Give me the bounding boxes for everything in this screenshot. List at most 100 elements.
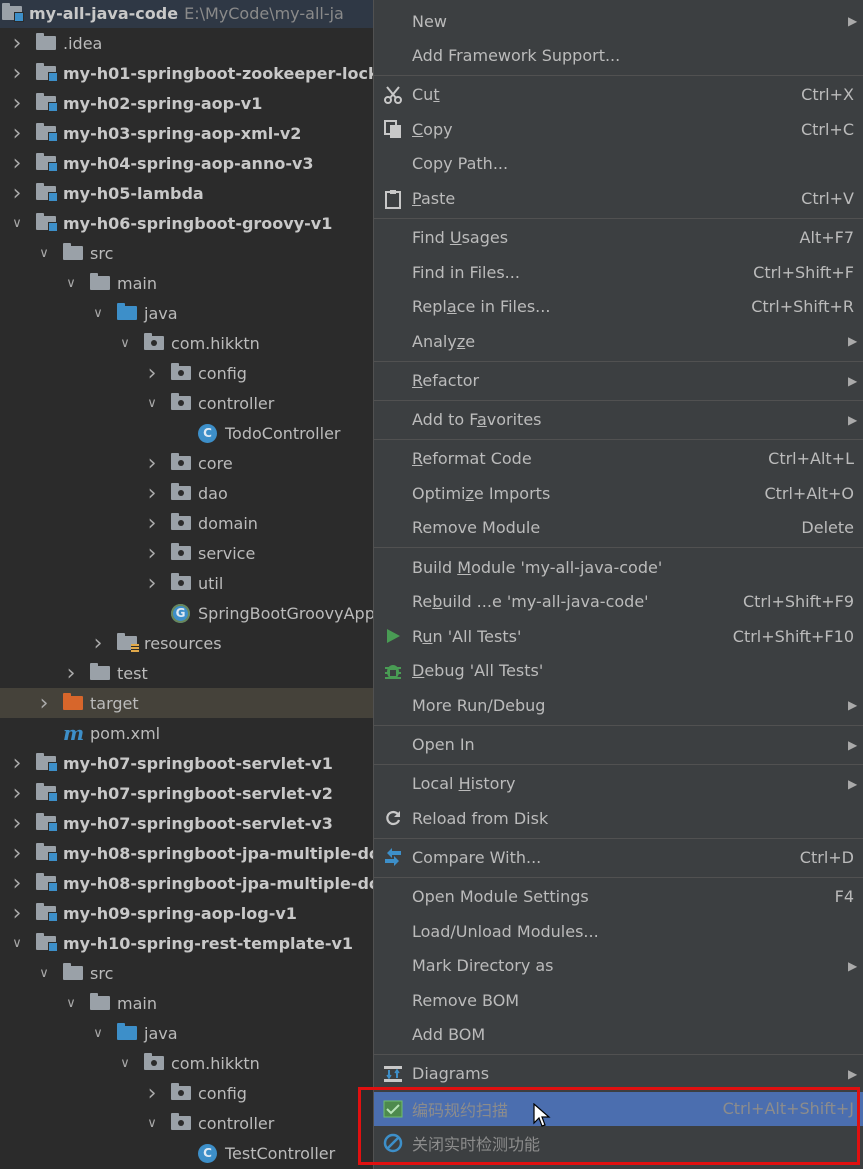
tree-row[interactable]: ›my-h09-spring-aop-log-v1 bbox=[0, 898, 380, 928]
menu-item-load-unload-modules[interactable]: Load/Unload Modules... bbox=[374, 914, 863, 948]
expand-arrow-right-icon[interactable]: › bbox=[147, 570, 157, 596]
tree-row[interactable]: ›my-h01-springboot-zookeeper-lock bbox=[0, 58, 380, 88]
expand-arrow-right-icon[interactable]: › bbox=[147, 480, 157, 506]
menu-item-cn-42[interactable]: 关闭实时检测功能 bbox=[374, 1126, 863, 1160]
expand-arrow-right-icon[interactable]: › bbox=[12, 750, 22, 776]
tree-row[interactable]: ∨com.hikktn bbox=[0, 1048, 380, 1078]
expand-arrow-right-icon[interactable]: › bbox=[12, 870, 22, 896]
menu-item-reload-from-disk[interactable]: Reload from Disk bbox=[374, 801, 863, 835]
menu-item-new[interactable]: New▶ bbox=[374, 4, 863, 38]
expand-arrow-down-icon[interactable]: ∨ bbox=[39, 245, 49, 261]
menu-item-add-bom[interactable]: Add BOM bbox=[374, 1018, 863, 1052]
menu-item-rebuild-e-my-all-java-code[interactable]: Rebuild ...e 'my-all-java-code'Ctrl+Shif… bbox=[374, 585, 863, 619]
tree-row[interactable]: ∨main bbox=[0, 988, 380, 1018]
tree-row[interactable]: ›my-h04-spring-aop-anno-v3 bbox=[0, 148, 380, 178]
expand-arrow-down-icon[interactable]: ∨ bbox=[120, 1055, 130, 1071]
expand-arrow-right-icon[interactable]: › bbox=[12, 840, 22, 866]
menu-item-refactor[interactable]: Refactor▶ bbox=[374, 364, 863, 398]
tree-row[interactable]: ∨java bbox=[0, 298, 380, 328]
tree-row[interactable]: ›.idea bbox=[0, 28, 380, 58]
expand-arrow-right-icon[interactable]: › bbox=[66, 660, 76, 686]
tree-row[interactable]: ∨controller bbox=[0, 388, 380, 418]
tree-row[interactable]: ›my-h03-spring-aop-xml-v2 bbox=[0, 118, 380, 148]
expand-arrow-down-icon[interactable]: ∨ bbox=[39, 965, 49, 981]
menu-item-local-history[interactable]: Local History▶ bbox=[374, 767, 863, 801]
expand-arrow-down-icon[interactable]: ∨ bbox=[93, 1025, 103, 1041]
menu-item-debug-all-tests[interactable]: Debug 'All Tests' bbox=[374, 654, 863, 688]
menu-item-open-in[interactable]: Open In▶ bbox=[374, 728, 863, 762]
tree-row[interactable]: ›test bbox=[0, 658, 380, 688]
tree-row[interactable]: ∨controller bbox=[0, 1108, 380, 1138]
expand-arrow-right-icon[interactable]: › bbox=[39, 690, 49, 716]
menu-item-copy-path[interactable]: Copy Path... bbox=[374, 147, 863, 181]
expand-arrow-down-icon[interactable]: ∨ bbox=[147, 1115, 157, 1131]
expand-arrow-down-icon[interactable]: ∨ bbox=[66, 275, 76, 291]
expand-arrow-right-icon[interactable]: › bbox=[147, 450, 157, 476]
menu-item-run-all-tests[interactable]: Run 'All Tests'Ctrl+Shift+F10 bbox=[374, 619, 863, 653]
expand-arrow-right-icon[interactable]: › bbox=[93, 630, 103, 656]
expand-arrow-right-icon[interactable]: › bbox=[147, 1080, 157, 1106]
expand-arrow-down-icon[interactable]: ∨ bbox=[12, 935, 22, 951]
tree-row[interactable]: ›my-h07-springboot-servlet-v3 bbox=[0, 808, 380, 838]
expand-arrow-right-icon[interactable]: › bbox=[12, 120, 22, 146]
expand-arrow-down-icon[interactable]: ∨ bbox=[66, 995, 76, 1011]
menu-item-compare-with[interactable]: Compare With...Ctrl+D bbox=[374, 840, 863, 874]
tree-row[interactable]: ›my-h07-springboot-servlet-v1 bbox=[0, 748, 380, 778]
tree-row[interactable]: ›my-h05-lambda bbox=[0, 178, 380, 208]
menu-item-add-framework-support[interactable]: Add Framework Support... bbox=[374, 39, 863, 73]
expand-arrow-right-icon[interactable]: › bbox=[147, 540, 157, 566]
tree-row[interactable]: ∨my-h06-springboot-groovy-v1 bbox=[0, 208, 380, 238]
expand-arrow-right-icon[interactable]: › bbox=[12, 30, 22, 56]
expand-arrow-right-icon[interactable]: › bbox=[12, 150, 22, 176]
expand-arrow-right-icon[interactable]: › bbox=[12, 60, 22, 86]
tree-row[interactable]: ›dao bbox=[0, 478, 380, 508]
expand-arrow-right-icon[interactable]: › bbox=[147, 510, 157, 536]
expand-arrow-right-icon[interactable]: › bbox=[12, 810, 22, 836]
tree-row[interactable]: ›service bbox=[0, 538, 380, 568]
expand-arrow-down-icon[interactable]: ∨ bbox=[147, 395, 157, 411]
tree-row[interactable]: ›target bbox=[0, 688, 380, 718]
tree-row[interactable]: ∨src bbox=[0, 238, 380, 268]
tree-row[interactable]: ›my-h08-springboot-jpa-multiple-do bbox=[0, 838, 380, 868]
expand-arrow-right-icon[interactable]: › bbox=[12, 900, 22, 926]
menu-item-mark-directory-as[interactable]: Mark Directory as▶ bbox=[374, 949, 863, 983]
menu-item-add-to-favorites[interactable]: Add to Favorites▶ bbox=[374, 403, 863, 437]
menu-item-analyze[interactable]: Analyze▶ bbox=[374, 324, 863, 358]
tree-row[interactable]: ›util bbox=[0, 568, 380, 598]
expand-arrow-right-icon[interactable]: › bbox=[12, 90, 22, 116]
expand-arrow-right-icon[interactable]: › bbox=[12, 180, 22, 206]
tree-row[interactable]: ›my-h08-springboot-jpa-multiple-do bbox=[0, 868, 380, 898]
expand-arrow-down-icon[interactable]: ∨ bbox=[12, 215, 22, 231]
tree-row[interactable]: ›config bbox=[0, 358, 380, 388]
tree-row[interactable]: ∨com.hikktn bbox=[0, 328, 380, 358]
menu-item-remove-bom[interactable]: Remove BOM bbox=[374, 983, 863, 1017]
tree-row[interactable]: ›config bbox=[0, 1078, 380, 1108]
tree-row[interactable]: ∨src bbox=[0, 958, 380, 988]
menu-item-diagrams[interactable]: Diagrams▶ bbox=[374, 1057, 863, 1091]
tree-row[interactable]: ∨main bbox=[0, 268, 380, 298]
tree-row[interactable]: ›my-h02-spring-aop-v1 bbox=[0, 88, 380, 118]
expand-arrow-down-icon[interactable]: ∨ bbox=[120, 335, 130, 351]
tree-row[interactable]: ∨my-h10-spring-rest-template-v1 bbox=[0, 928, 380, 958]
menu-item-replace-in-files[interactable]: Replace in Files...Ctrl+Shift+R bbox=[374, 290, 863, 324]
tree-row[interactable]: ›core bbox=[0, 448, 380, 478]
menu-item-more-run-debug[interactable]: More Run/Debug▶ bbox=[374, 688, 863, 722]
expand-arrow-right-icon[interactable]: › bbox=[12, 780, 22, 806]
tree-row[interactable]: ›resources bbox=[0, 628, 380, 658]
expand-arrow-down-icon[interactable]: ∨ bbox=[93, 305, 103, 321]
tree-row[interactable]: ›my-h07-springboot-servlet-v2 bbox=[0, 778, 380, 808]
